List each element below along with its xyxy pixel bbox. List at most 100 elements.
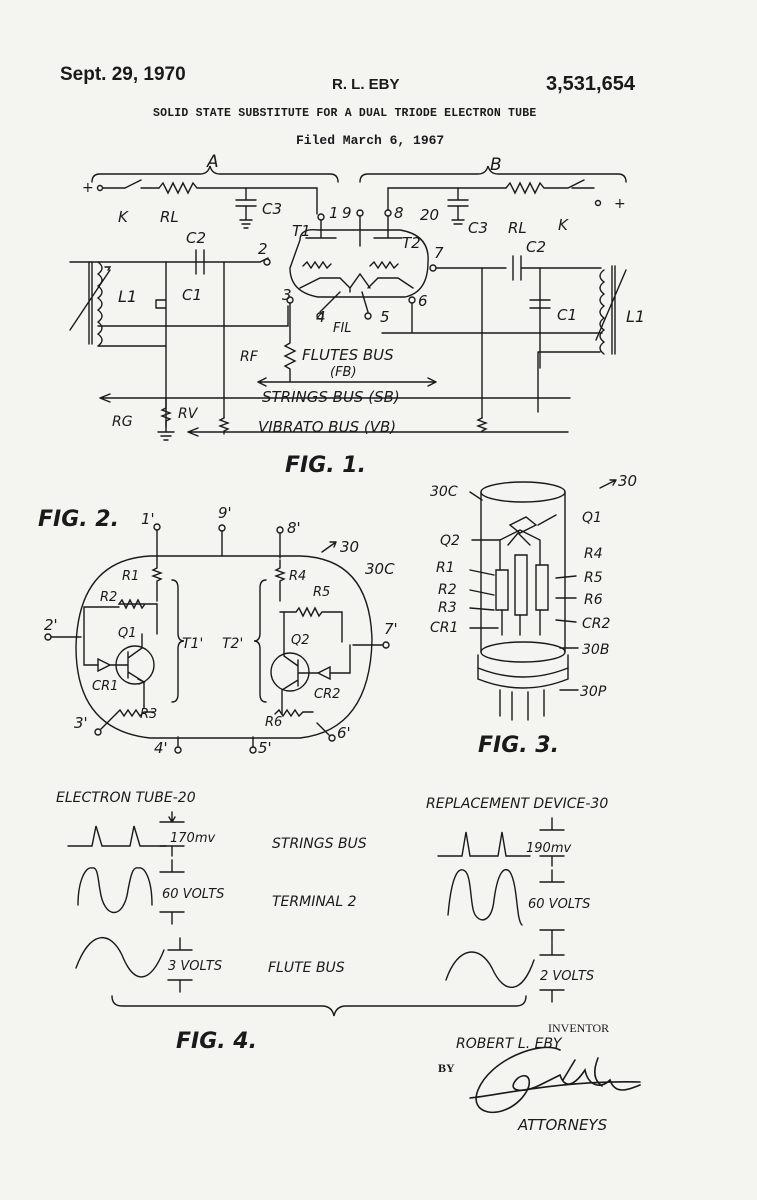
label-k-right: K	[558, 216, 569, 234]
label-f2-pin2: 2'	[44, 616, 58, 634]
left-strings-wave	[67, 825, 167, 847]
label-l1-right: L1	[626, 307, 645, 326]
label-f4-left-terminal2: 60 VOLTS	[162, 887, 224, 902]
label-pin1: 1	[329, 204, 339, 222]
label-cr2: CR2	[314, 687, 340, 702]
label-f3-30b: 30B	[582, 642, 609, 658]
label-f4-right-title: REPLACEMENT DEVICE-30	[426, 796, 608, 812]
label-tube20: 20	[420, 206, 439, 224]
label-flutes-abbr: (FB)	[330, 365, 357, 380]
label-f3-q1: Q1	[582, 510, 602, 526]
label-r4: R4	[289, 569, 306, 584]
label-f3-30p: 30P	[580, 684, 607, 700]
t1-grid	[302, 260, 332, 270]
patent-title: SOLID STATE SUBSTITUTE FOR A DUAL TRIODE…	[153, 107, 537, 120]
label-f4-right-strings: 190mv	[526, 841, 571, 856]
label-strings-bus: STRINGS BUS (SB)	[262, 388, 400, 406]
label-k-left: K	[118, 208, 129, 226]
label-f3-30: 30	[618, 472, 637, 490]
label-inventor-name: ROBERT L. EBY	[456, 1036, 563, 1052]
label-f2-pin6: 6'	[337, 724, 351, 742]
fig4-waveforms	[67, 811, 565, 1017]
label-rg: RG	[112, 414, 133, 430]
label-f2-pin8: 8'	[287, 519, 301, 537]
label-t1prime: T1'	[182, 636, 203, 652]
label-r3: R3	[140, 707, 157, 722]
label-pin9: 9	[342, 204, 352, 222]
label-f3-r5: R5	[584, 570, 603, 586]
dual-triode-envelope	[289, 229, 429, 298]
base-30b	[477, 654, 569, 689]
rv-resistor	[218, 417, 230, 435]
label-vibrato-bus: VIBRATO BUS (VB)	[258, 418, 396, 436]
t2-grid	[369, 260, 399, 270]
attorney-signature	[469, 1046, 641, 1114]
fig2-caption: FIG. 2.	[38, 507, 119, 532]
label-r6: R6	[265, 715, 282, 730]
label-section-b: B	[490, 155, 502, 175]
label-f3-r1: R1	[436, 560, 455, 576]
patent-number: 3,531,654	[546, 73, 635, 95]
label-by: BY	[438, 1061, 455, 1075]
patent-date: Sept. 29, 1970	[60, 64, 186, 85]
label-f2-pin7: 7'	[384, 620, 398, 638]
label-f3-r4: R4	[584, 546, 603, 562]
flutes-bus-line	[257, 377, 437, 387]
vibrato-bus-line	[187, 427, 569, 437]
label-c2-left: C2	[186, 229, 206, 247]
internal-components	[495, 554, 549, 616]
label-r2: R2	[100, 590, 117, 605]
fig4-brace	[111, 995, 527, 1017]
left-terminal2-wave	[77, 867, 153, 913]
label-q2: Q2	[291, 633, 310, 648]
r5	[279, 606, 343, 643]
label-f4-right-flute: 2 VOLTS	[540, 969, 594, 984]
label-f3-r6: R6	[584, 592, 603, 608]
label-t1: T1	[292, 222, 311, 240]
label-f3-cr2: CR2	[582, 616, 611, 632]
right-terminal2-wave	[447, 868, 523, 926]
label-f2-pin5: 5'	[258, 739, 272, 757]
label-f4-row-flute: FLUTE BUS	[268, 960, 345, 976]
label-fil: FIL	[333, 321, 352, 336]
r6	[274, 708, 314, 718]
c2-right	[435, 255, 602, 281]
c3-left	[235, 187, 257, 229]
c2-left	[195, 249, 205, 275]
label-rl-right: RL	[508, 219, 527, 237]
rg-resistor	[157, 397, 175, 441]
label-f2-pin4: 4'	[154, 739, 168, 757]
label-f3-30c: 30C	[430, 484, 458, 500]
l1-right-coil	[599, 269, 606, 355]
fig1-caption: FIG. 1.	[285, 453, 366, 478]
r4	[274, 559, 286, 602]
rl-right	[387, 179, 595, 211]
label-inventor: INVENTOR	[548, 1021, 609, 1035]
label-pin6: 6	[418, 292, 428, 310]
label-c1-left: C1	[182, 286, 202, 304]
label-pin7: 7	[434, 244, 444, 262]
inventor-short: R. L. EBY	[332, 76, 400, 93]
r1	[151, 559, 163, 602]
brace-b	[359, 165, 627, 183]
label-pin2: 2	[258, 240, 268, 258]
label-pin8: 8	[394, 204, 404, 222]
label-c1-right: C1	[557, 306, 577, 324]
label-f2-pin9: 9'	[218, 504, 232, 522]
label-c3-right: C3	[468, 219, 488, 237]
label-f4-row-strings: STRINGS BUS	[272, 836, 367, 852]
label-r1: R1	[122, 569, 139, 584]
fig4-caption: FIG. 4.	[176, 1029, 257, 1054]
label-t2prime: T2'	[222, 636, 243, 652]
label-f3-r3: R3	[438, 600, 457, 616]
label-f2-ref30: 30	[340, 538, 359, 556]
brace-a	[91, 165, 339, 183]
label-plus-right: +	[614, 196, 626, 212]
label-pin4: 4	[316, 308, 326, 326]
label-rl-left: RL	[160, 208, 179, 226]
label-f2-pin1: 1'	[141, 510, 155, 528]
label-f3-r2: R2	[438, 582, 457, 598]
label-f2-shell: 30C	[365, 560, 395, 578]
fig2-circuit	[44, 523, 390, 754]
label-f2-pin3: 3'	[74, 714, 88, 732]
